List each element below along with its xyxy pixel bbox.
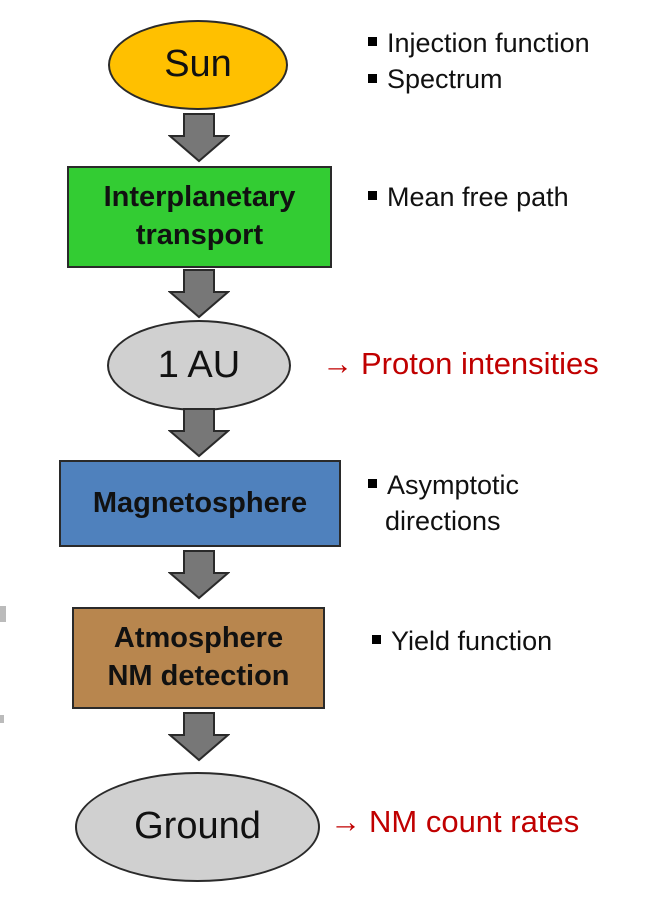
sun-node: Sun	[108, 20, 288, 110]
note-item: Spectrum	[368, 61, 590, 97]
bullet-icon	[368, 73, 377, 83]
ground-node: Ground	[75, 772, 320, 882]
note-item: Asymptotic	[368, 467, 519, 503]
right-arrow-icon: →	[330, 804, 361, 839]
arrow-sun-to-transport	[168, 113, 230, 163]
edge-artifact	[0, 715, 4, 723]
note-item: Yield function	[372, 623, 552, 659]
bullet-icon	[368, 37, 377, 47]
ground-label: Ground	[134, 805, 261, 848]
nm-count-rates-text: NM count rates	[369, 804, 580, 839]
right-arrow-icon: →	[322, 346, 353, 381]
atmosphere-notes: Yield function	[372, 623, 552, 659]
bullet-icon	[372, 635, 381, 645]
arrow-transport-to-1au	[168, 269, 230, 319]
nm-count-rates-output: →NM count rates	[330, 804, 579, 840]
note-item: Mean free path	[368, 179, 569, 215]
sun-notes: Injection function Spectrum	[368, 25, 590, 98]
atmosphere-nm-detection-label: Atmosphere NM detection	[107, 622, 290, 692]
magnetosphere-notes: Asymptotic directions	[368, 467, 519, 540]
edge-artifact	[0, 606, 6, 622]
magnetosphere-box: Magnetosphere	[59, 460, 341, 547]
1-au-label: 1 AU	[157, 343, 241, 386]
1-au-node: 1 AU	[107, 320, 291, 411]
arrow-1au-to-magnetosphere	[168, 408, 230, 458]
sun-label: Sun	[164, 43, 232, 86]
interplanetary-transport-box: Interplanetary transport	[67, 166, 332, 268]
proton-intensities-text: Proton intensities	[361, 346, 599, 381]
atmosphere-nm-detection-box: Atmosphere NM detection	[72, 607, 325, 709]
arrow-magnetosphere-to-atmosphere	[168, 550, 230, 600]
bullet-icon	[368, 191, 377, 201]
arrow-atmosphere-to-ground	[168, 712, 230, 762]
transport-notes: Mean free path	[368, 179, 569, 215]
note-item-continuation: directions	[385, 506, 501, 537]
magnetosphere-label: Magnetosphere	[92, 486, 308, 519]
interplanetary-transport-label: Interplanetary transport	[103, 181, 296, 251]
note-item: Injection function	[368, 25, 590, 61]
bullet-icon	[368, 479, 377, 489]
proton-intensities-output: →Proton intensities	[322, 346, 599, 382]
